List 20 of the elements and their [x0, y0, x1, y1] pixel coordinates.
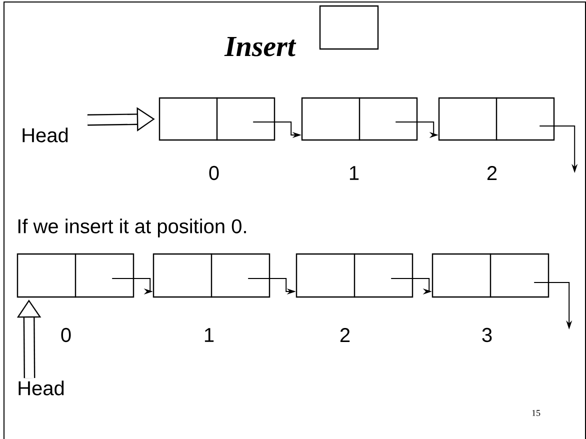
- index-number: 0: [61, 328, 71, 342]
- index-number: 3: [482, 328, 492, 342]
- title: Insert: [224, 37, 296, 56]
- list-node-box: [301, 97, 418, 141]
- page-number: 15: [532, 410, 540, 416]
- index-number: 2: [340, 328, 350, 342]
- caption-text: If we insert it at position 0.: [18, 218, 246, 238]
- list-node-box: [296, 253, 414, 298]
- head-label: Head: [18, 380, 64, 396]
- list-node-box: [158, 97, 276, 141]
- list-node-box: [432, 253, 550, 298]
- head-label: Head: [22, 128, 68, 142]
- empty-box: [319, 5, 379, 50]
- list-node-box: [438, 97, 555, 141]
- list-node-box: [16, 253, 134, 298]
- list-node-box: [152, 253, 270, 298]
- index-number: 1: [350, 166, 359, 180]
- index-number: 0: [209, 166, 219, 180]
- index-number: 2: [487, 166, 497, 180]
- index-number: 1: [204, 328, 214, 342]
